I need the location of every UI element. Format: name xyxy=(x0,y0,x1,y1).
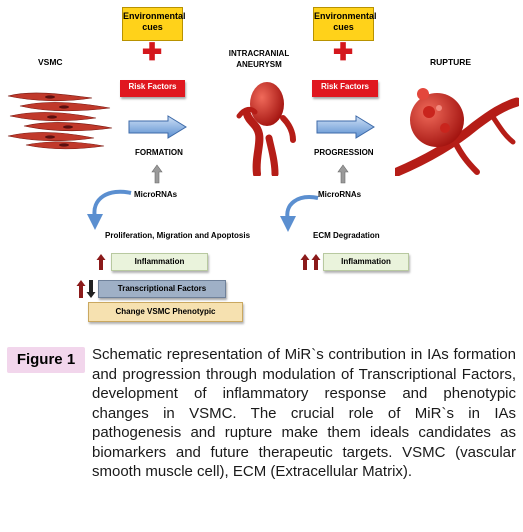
inflammation-box-left: Inflammation xyxy=(111,253,208,271)
formation-label: FORMATION xyxy=(135,148,183,157)
risk-factors-label: Risk Factors xyxy=(320,82,370,91)
figure-caption: Schematic representation of MiR`s contri… xyxy=(92,346,516,480)
up-down-arrows-icon xyxy=(76,280,96,298)
environmental-cues-label: Environmental cues xyxy=(314,11,377,32)
progression-arrow-icon xyxy=(316,115,375,139)
inflammation-label-left: Inflammation xyxy=(134,257,185,266)
micrornas-label-right: MicroRNAs xyxy=(318,190,362,199)
ruptured-aneurysm-image xyxy=(395,88,519,176)
process-label-right: ECM Degradation xyxy=(313,231,380,240)
change-vsmc-phenotypic-label: Change VSMC Phenotypic xyxy=(115,307,216,316)
plus-icon-right: ✚ xyxy=(332,39,354,66)
curved-arrow-icon-right xyxy=(280,195,319,232)
progression-label: PROGRESSION xyxy=(314,148,374,157)
up-arrow-red-icon-left xyxy=(96,254,106,270)
inflammation-box-right: Inflammation xyxy=(323,253,409,271)
vsmc-label: VSMC xyxy=(38,57,63,67)
inflammation-label-right: Inflammation xyxy=(341,257,391,266)
up-arrow-icon-right xyxy=(337,164,349,184)
process-label-left: Proliferation, Migration and Apoptosis xyxy=(105,231,251,240)
micrornas-label-left: MicroRNAs xyxy=(134,190,178,199)
figure-label: Figure 1 xyxy=(7,347,85,373)
change-vsmc-phenotypic-box: Change VSMC Phenotypic xyxy=(88,302,243,322)
risk-factors-label: Risk Factors xyxy=(128,82,177,91)
curved-arrow-icon-left xyxy=(87,189,132,230)
plus-icon-left: ✚ xyxy=(141,39,163,66)
vsmc-cells-image xyxy=(7,92,113,150)
environmental-cues-box-right: Environmental cues xyxy=(313,7,377,41)
transcriptional-factors-label: Transcriptional Factors xyxy=(117,284,207,293)
double-up-arrow-icon-right xyxy=(300,254,321,270)
intracranial-aneurysm-label: INTRACRANIAL ANEURYSM xyxy=(228,49,290,69)
formation-arrow-icon xyxy=(128,115,187,139)
up-arrow-icon-left xyxy=(151,164,163,184)
environmental-cues-label: Environmental cues xyxy=(123,11,186,32)
risk-factors-box-left: Risk Factors xyxy=(120,80,185,97)
risk-factors-box-right: Risk Factors xyxy=(312,80,378,97)
environmental-cues-box-left: Environmental cues xyxy=(122,7,186,41)
rupture-label: RUPTURE xyxy=(430,57,472,67)
intracranial-aneurysm-image xyxy=(236,82,296,176)
transcriptional-factors-box: Transcriptional Factors xyxy=(98,280,226,298)
